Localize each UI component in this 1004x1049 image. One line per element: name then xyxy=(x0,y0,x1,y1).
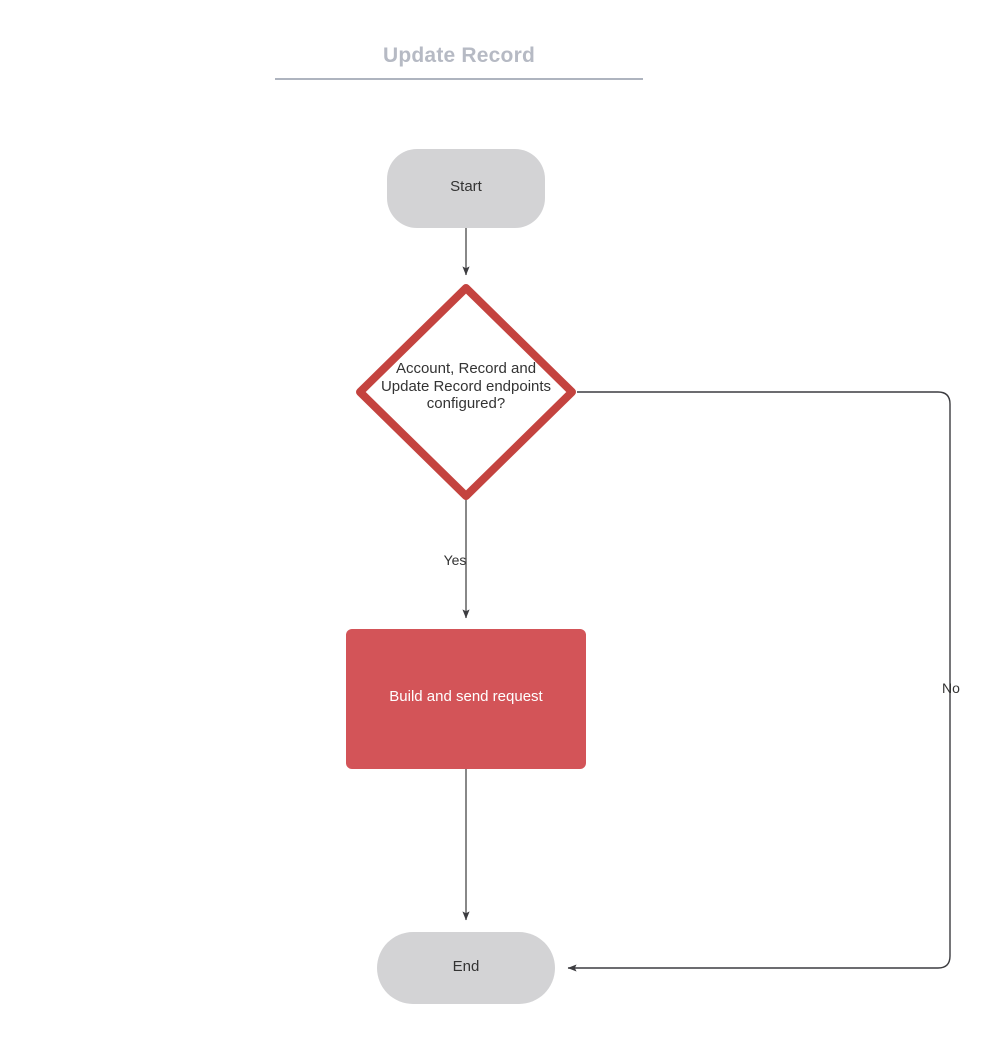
title-underline xyxy=(275,78,643,80)
node-decision[interactable] xyxy=(356,284,576,500)
connector-decision-no-to-end xyxy=(567,391,951,972)
node-process[interactable] xyxy=(346,629,586,769)
node-start[interactable] xyxy=(387,149,545,228)
diagram-title: Update Record xyxy=(383,44,535,67)
node-end[interactable] xyxy=(377,932,555,1004)
